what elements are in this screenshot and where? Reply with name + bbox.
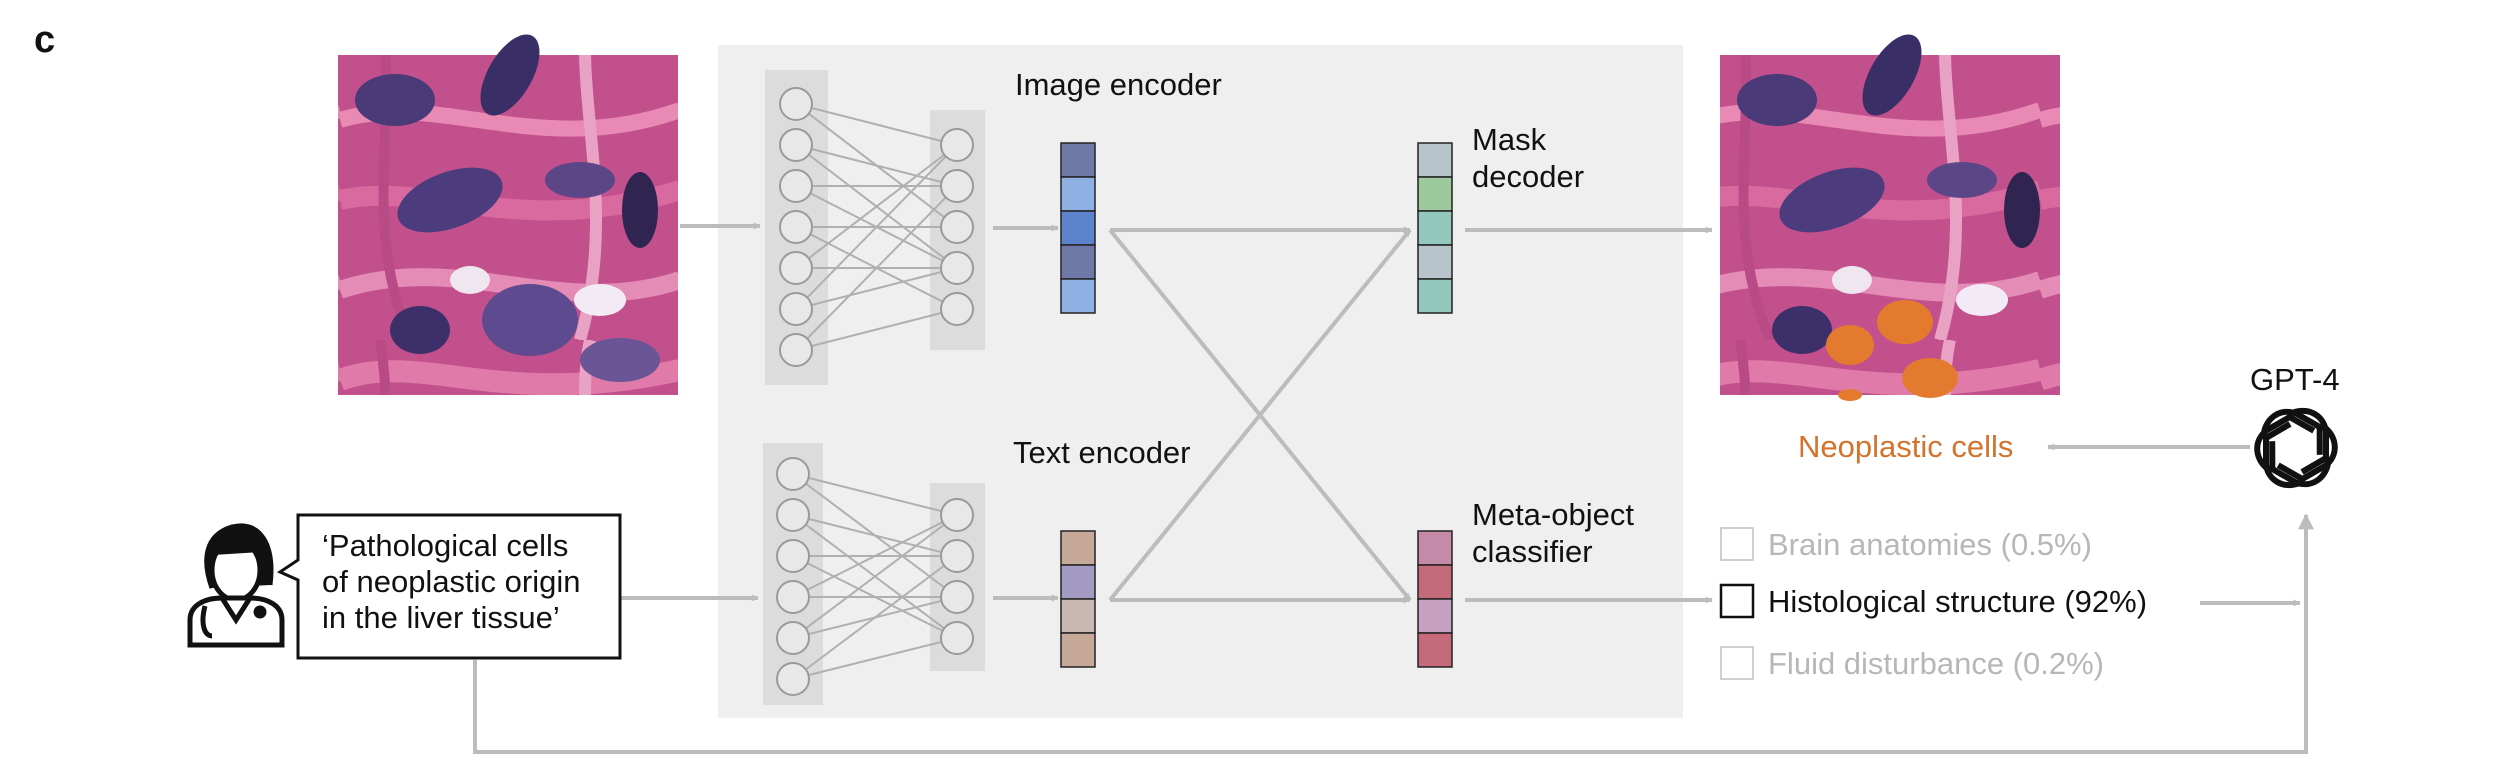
text-embedding-cell (1060, 598, 1096, 634)
output-segmentation-image (1720, 34, 2060, 401)
classifier-embedding-cell (1417, 530, 1453, 566)
flow-arrows (473, 222, 2314, 754)
text-encoder-hidden-node (940, 539, 974, 573)
mask-decoder-label-line2: decoder (1472, 159, 1584, 194)
mask-blob-2 (1826, 325, 1874, 365)
model-panel-background (718, 45, 1683, 718)
image-embedding-cell (1060, 278, 1096, 314)
mask-blob-3 (1902, 358, 1958, 398)
clinician-icon (187, 523, 285, 648)
category-label-3: Fluid disturbance (0.2%) (1768, 646, 2104, 681)
image-encoder-input-node (779, 210, 813, 244)
mask-embedding-cell (1417, 142, 1453, 178)
input-histology-image (338, 34, 678, 395)
mask-decoder-embedding (1417, 142, 1453, 314)
classifier-label-line1: Meta-object (1472, 497, 1634, 532)
classifier-embedding-cell (1417, 564, 1453, 600)
category-checkbox-3 (1720, 646, 1754, 680)
gpt-label: GPT-4 (2250, 362, 2340, 397)
text-encoder-label: Text encoder (1013, 435, 1191, 470)
prompt-line-2: of neoplastic origin (322, 564, 581, 599)
category-checkbox-1 (1720, 527, 1754, 561)
image-encoder-label: Image encoder (1015, 67, 1222, 102)
text-encoder-input-node (776, 498, 810, 532)
image-encoder-input-node (779, 87, 813, 121)
category-list: Brain anatomies (0.5%) Histological stru… (1719, 527, 2147, 681)
classifier-embedding-cell (1417, 632, 1453, 668)
text-encoder-network (763, 443, 985, 705)
logo-petal (2260, 408, 2323, 455)
category-label-2: Histological structure (92%) (1768, 584, 2147, 619)
text-encoder-hidden-node (940, 621, 974, 655)
image-encoder-input-node (779, 333, 813, 367)
text-embedding-cell (1060, 530, 1096, 566)
panel-label: c (34, 19, 55, 61)
image-embedding-cell (1060, 176, 1096, 212)
text-encoder-input-node (776, 580, 810, 614)
category-checkbox-2 (1719, 583, 1755, 619)
mask-embedding-cell (1417, 210, 1453, 246)
mask-embedding-cell (1417, 278, 1453, 314)
image-encoder-input-node (779, 128, 813, 162)
text-embedding-cell (1060, 632, 1096, 668)
prompt-line-3: in the liver tissue’ (322, 600, 560, 635)
classifier-embedding-cell (1417, 598, 1453, 634)
image-embedding-cell (1060, 244, 1096, 280)
classifier-label-line2: classifier (1472, 534, 1593, 569)
image-encoder-input-node (779, 251, 813, 285)
mask-embedding-cell (1417, 176, 1453, 212)
image-embedding (1060, 142, 1096, 314)
text-encoder-input-node (776, 539, 810, 573)
mask-embedding-cell (1417, 244, 1453, 280)
image-encoder-hidden-node (940, 251, 974, 285)
text-encoder-hidden-node (940, 498, 974, 532)
mask-decoder-label-line1: Mask (1472, 122, 1547, 157)
prompt-line-1: ‘Pathological cells (322, 528, 568, 563)
image-encoder-network (765, 70, 985, 385)
image-encoder-hidden-node (940, 292, 974, 326)
image-encoder-input-node (779, 169, 813, 203)
mask-blob-1 (1877, 300, 1933, 344)
text-encoder-input-node (776, 457, 810, 491)
text-embedding (1060, 530, 1096, 668)
prompt-bubble: ‘Pathological cells of neoplastic origin… (276, 513, 622, 660)
image-encoder-hidden-node (940, 128, 974, 162)
text-encoder-input-node (776, 621, 810, 655)
text-encoder-input-node (776, 662, 810, 696)
image-encoder-input-node (779, 292, 813, 326)
image-embedding-cell (1060, 210, 1096, 246)
text-encoder-hidden-node (940, 580, 974, 614)
openai-logo-icon (2254, 407, 2338, 489)
image-encoder-hidden-node (940, 169, 974, 203)
image-embedding-cell (1060, 142, 1096, 178)
text-embedding-cell (1060, 564, 1096, 600)
category-label-1: Brain anatomies (0.5%) (1768, 527, 2092, 562)
result-label: Neoplastic cells (1798, 429, 2013, 464)
classifier-embedding (1417, 530, 1453, 668)
image-encoder-hidden-node (940, 210, 974, 244)
